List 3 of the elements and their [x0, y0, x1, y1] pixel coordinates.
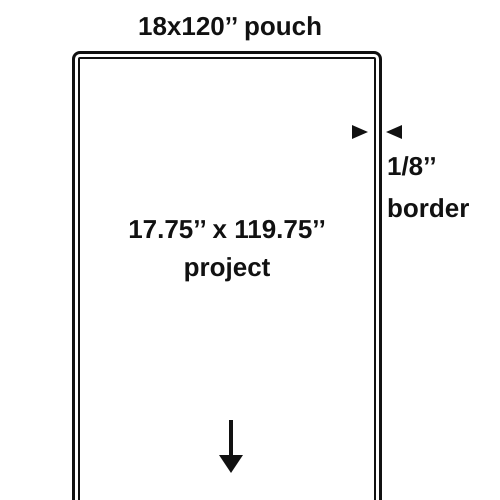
project-size-label: 17.75’’ x 119.75’’ project	[127, 213, 327, 284]
pouch-heading: 18x120’’ pouch	[136, 11, 324, 42]
border-size-label: 1/8’’ border	[387, 150, 470, 225]
